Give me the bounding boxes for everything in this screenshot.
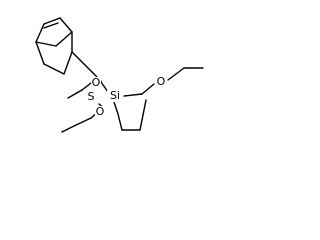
atom-labels: O S Si O O (86, 75, 167, 118)
bond (43, 17, 61, 25)
bond (67, 89, 83, 99)
bond (100, 81, 109, 93)
bond (35, 23, 45, 43)
molecule-canvas: O S Si O O (0, 0, 226, 158)
bond (55, 31, 73, 47)
atom-label-s1: S (88, 90, 95, 103)
bond (167, 67, 185, 81)
bond (81, 82, 92, 91)
atom-label-o1: O (92, 76, 101, 89)
side-chain (61, 51, 204, 133)
bond (35, 41, 57, 47)
bond (35, 41, 45, 65)
bond (141, 83, 155, 95)
molecule-structure: O S Si O O (35, 17, 204, 133)
bond (139, 99, 147, 131)
bond (43, 63, 65, 75)
atom-label-o2: O (157, 75, 166, 88)
atom-label-si1: Si (110, 89, 120, 102)
bond (113, 101, 119, 115)
bond (63, 51, 73, 75)
bond (117, 113, 123, 131)
norbornene-ring (35, 17, 73, 75)
bond (123, 93, 143, 97)
atom-label-o3: O (96, 105, 105, 118)
bond (43, 22, 59, 29)
bond (59, 17, 73, 33)
bond (71, 51, 93, 73)
bond (73, 117, 92, 127)
bond (61, 125, 75, 133)
